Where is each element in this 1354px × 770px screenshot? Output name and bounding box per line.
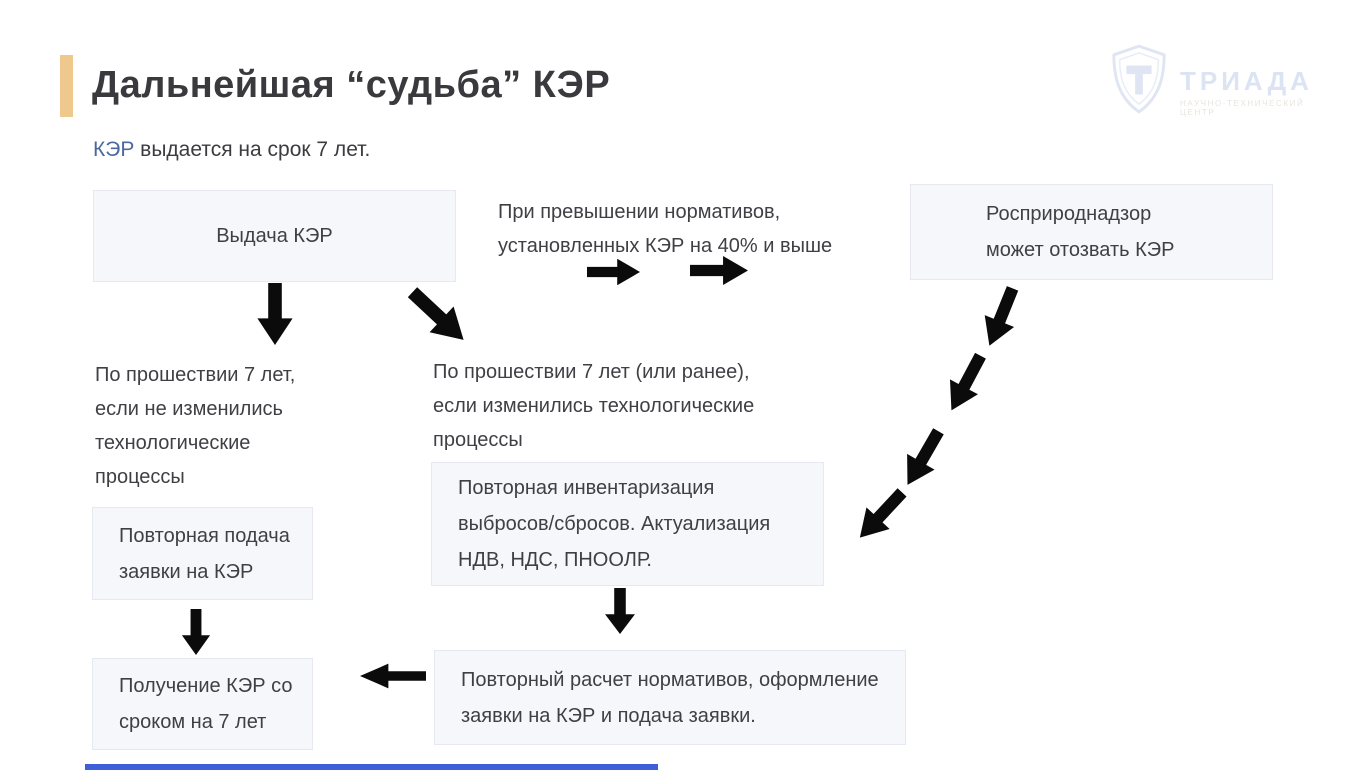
box-issue-ker: Выдача КЭР (93, 190, 456, 282)
box-rosprirodnadzor-line1: Росприроднадзор (986, 203, 1152, 225)
box-recalc-line1: Повторный расчет нормативов, оформление (461, 668, 879, 691)
logo-brand: ТРИАДА (1180, 66, 1313, 96)
box-reinventory-line3: НДВ, НДС, ПНООЛР. (458, 549, 652, 571)
arrow-down-icon (255, 283, 295, 345)
arrow-down-left-icon (847, 480, 916, 550)
label-after7-unchanged-line3: технологические (95, 432, 251, 454)
box-reapply-line1: Повторная подача (119, 524, 290, 547)
arrow-down-icon (180, 609, 212, 655)
subtitle-highlight: КЭР (93, 138, 135, 161)
box-recalc-line2: заявки на КЭР и подача заявки. (461, 704, 756, 727)
arrow-left-icon (360, 662, 426, 690)
title-accent-bar (60, 55, 73, 117)
label-after7-unchanged-line2: если не изменились (95, 398, 283, 420)
label-after7-unchanged-line1: По прошествии 7 лет, (95, 364, 296, 386)
box-receive: Получение КЭР со сроком на 7 лет (92, 658, 313, 750)
logo-text: ТРИАДА НАУЧНО-ТЕХНИЧЕСКИЙ ЦЕНТР (1180, 44, 1320, 117)
subtitle: КЭР выдается на срок 7 лет. (93, 138, 370, 162)
subtitle-rest: выдается на срок 7 лет. (134, 138, 371, 161)
label-exceed-line2: установленных КЭР на 40% и выше (498, 235, 833, 257)
label-after7-changed-line1: По прошествии 7 лет (или ранее), (433, 361, 750, 383)
label-after7-changed-line2: если изменились технологические (433, 395, 755, 417)
arrow-down-left-icon (973, 282, 1030, 353)
label-exceed-line1: При превышении нормативов, (498, 201, 781, 223)
box-reapply-line2: заявки на КЭР (119, 560, 254, 583)
arrow-down-left-icon (936, 347, 997, 419)
box-recalc: Повторный расчет нормативов, оформление … (434, 650, 906, 745)
logo-tagline: НАУЧНО-ТЕХНИЧЕСКИЙ ЦЕНТР (1180, 99, 1305, 117)
box-issue-ker-label: Выдача КЭР (216, 225, 333, 247)
arrow-down-left-icon (892, 422, 954, 494)
box-reinventory: Повторная инвентаризация выбросов/сбросо… (431, 462, 824, 586)
page-title: Дальнейшая “судьба” КЭР (92, 64, 611, 106)
box-receive-line1: Получение КЭР со (119, 675, 293, 697)
box-reinventory-line1: Повторная инвентаризация (458, 477, 715, 499)
box-rosprirodnadzor: Росприроднадзор может отозвать КЭР (910, 184, 1273, 280)
shield-logo-icon (1110, 44, 1168, 114)
label-after7-unchanged: По прошествии 7 лет, если не изменились … (95, 358, 295, 494)
box-rosprirodnadzor-line2: может отозвать КЭР (986, 239, 1175, 261)
box-reapply: Повторная подача заявки на КЭР (92, 507, 313, 600)
label-exceed-norms: При превышении нормативов, установленных… (498, 195, 832, 263)
label-after7-unchanged-line4: процессы (95, 466, 185, 488)
box-reinventory-line2: выбросов/сбросов. Актуализация (458, 513, 771, 535)
label-after7-changed: По прошествии 7 лет (или ранее), если из… (433, 355, 754, 457)
bottom-accent-bar (85, 764, 658, 770)
box-receive-line2: сроком на 7 лет (119, 711, 267, 733)
arrow-down-right-icon (399, 278, 477, 355)
label-after7-changed-line3: процессы (433, 429, 523, 451)
arrow-down-icon (603, 588, 637, 634)
triada-logo: ТРИАДА НАУЧНО-ТЕХНИЧЕСКИЙ ЦЕНТР (1110, 44, 1320, 117)
